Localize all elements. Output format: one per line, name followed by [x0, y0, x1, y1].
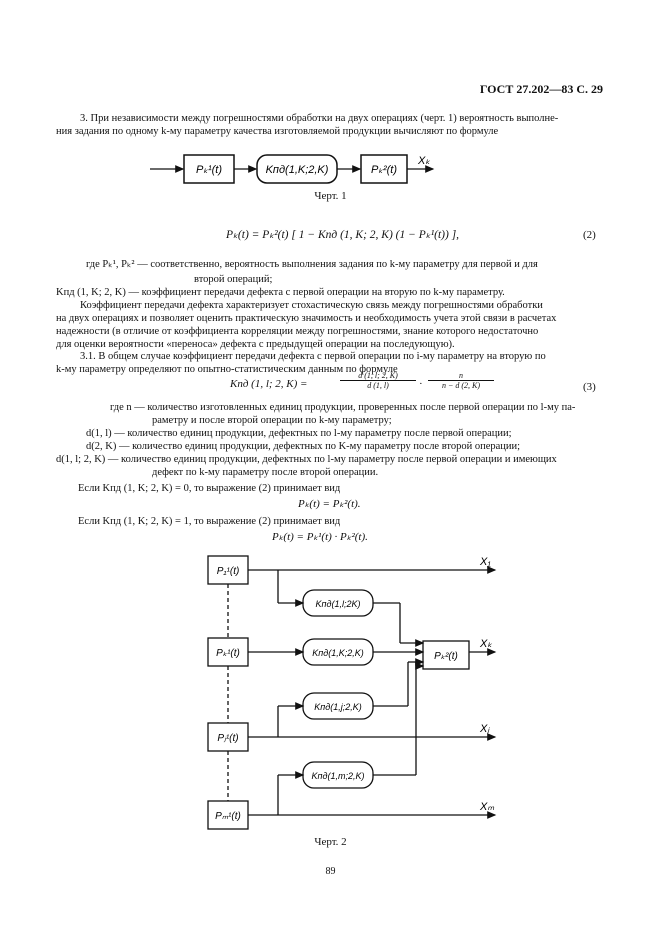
para2-line: k-му параметру определяют по опытно-стат…	[56, 364, 398, 375]
fig2-caption: Черт. 2	[314, 836, 347, 848]
fig1-box1-label: Pₖ¹(t)	[196, 164, 222, 176]
fig2-label-k1j: Kпд(1,j;2,K)	[314, 702, 361, 712]
fig2-label-pk: Pₖ¹(t)	[216, 648, 240, 659]
equation-case-one: Pₖ(t) = Pₖ¹(t) · Pₖ²(t).	[272, 531, 368, 543]
where1-line3: Kпд (1, K; 2, K) — коэффициент передачи …	[56, 287, 505, 298]
page-header: ГОСТ 27.202—83 С. 29	[479, 82, 603, 96]
figure-1: Pₖ¹(t) Kпд(1,K;2,K) Pₖ²(t) Xₖ	[150, 154, 435, 184]
formula-3-frac2: n n − d (2, K)	[428, 371, 494, 390]
fig2-label-pk2: Pₖ²(t)	[434, 651, 458, 662]
case-zero-text: Если Kпд (1, K; 2, K) = 0, то выражение …	[78, 483, 341, 494]
fig2-label-x1: X₁	[479, 556, 491, 568]
fig2-label-k1k: Kпд(1,K;2,K)	[312, 648, 363, 658]
fig1-box3-label: Pₖ²(t)	[371, 164, 397, 176]
formula-3-den2: n − d (2, K)	[441, 381, 481, 390]
para1-line: на двух операциях и позволяет оценить пр…	[56, 313, 557, 324]
fig2-label-p1: P₁¹(t)	[217, 566, 240, 577]
where2-line5: d(1, l; 2, K) — количество единиц продук…	[56, 454, 557, 465]
where2-line2: раметру и после второй операции по k-му …	[152, 415, 392, 426]
paragraph-2: 3.1. В общем случае коэффициент передачи…	[56, 350, 606, 376]
page-number: 89	[325, 866, 336, 877]
formula-3-num1: d (1, l; 2, K)	[340, 371, 416, 381]
fig1-box2-label: Kпд(1,K;2,K)	[266, 164, 329, 176]
where1-line2: второй операций;	[194, 274, 273, 285]
fig2-label-k1m: Kпд(1,m;2,K)	[312, 771, 365, 781]
formula-3-den1: d (1, l)	[367, 381, 389, 390]
para1-line: надежности (в отличие от коэффициента ко…	[56, 326, 539, 337]
formula-3-dot: ·	[419, 378, 423, 390]
fig2-label-xk: Xₖ	[479, 638, 492, 650]
fig2-label-pj: Pⱼ¹(t)	[217, 733, 238, 744]
where1-line1: где Pₖ¹, Pₖ² — соответственно, вероятнос…	[86, 259, 538, 270]
section3-line2: ния задания по одному k-му параметру кач…	[56, 126, 499, 137]
formula-2: Pₖ(t) = Pₖ²(t) [ 1 − Kпд (1, K; 2, K) (1…	[226, 229, 460, 241]
where2-line4: d(2, K) — количество единиц продукции, д…	[86, 441, 521, 452]
section3-line1: 3. При независимости между погрешностями…	[80, 113, 559, 124]
fig1-caption: Черт. 1	[314, 190, 347, 202]
formula-3-number: (3)	[583, 381, 596, 393]
where2-line6: дефект по k-му параметру после второй оп…	[152, 467, 379, 478]
fig2-label-k11: Kпд(1,l;2K)	[316, 599, 361, 609]
para2-line: 3.1. В общем случае коэффициент передачи…	[80, 351, 546, 362]
where2-line3: d(1, l) — количество единиц продукции, д…	[86, 428, 512, 439]
para1-line: Коэффициент передачи дефекта характеризу…	[80, 300, 543, 311]
fig2-label-xm: Xₘ	[479, 801, 494, 813]
figure-2: P₁¹(t) Pₖ¹(t) Pⱼ¹(t) Pₘ¹(t) Kпд(1,l;2K) …	[207, 555, 497, 830]
fig1-output-label: Xₖ	[417, 155, 430, 167]
where2-line1: где n — количество изготовленных единиц …	[110, 402, 576, 413]
formula-2-number: (2)	[583, 229, 596, 241]
formula-3-frac1: d (1, l; 2, K) d (1, l)	[340, 371, 416, 390]
section3-text: 3. При независимости между погрешностями…	[56, 112, 606, 138]
equation-case-zero: Pₖ(t) = Pₖ²(t).	[298, 498, 361, 510]
formula-3-left: Kпд (1, l; 2, K) =	[230, 378, 308, 390]
para1-line: для оценки вероятности «переноса» дефект…	[56, 339, 455, 350]
fig2-label-pm: Pₘ¹(t)	[215, 811, 241, 822]
formula-3-num2: n	[428, 371, 494, 381]
fig2-label-xj: Xⱼ	[479, 723, 490, 735]
case-one-text: Если Kпд (1, K; 2, K) = 1, то выражение …	[78, 516, 341, 527]
paragraph-1: Коэффициент передачи дефекта характеризу…	[56, 299, 606, 351]
